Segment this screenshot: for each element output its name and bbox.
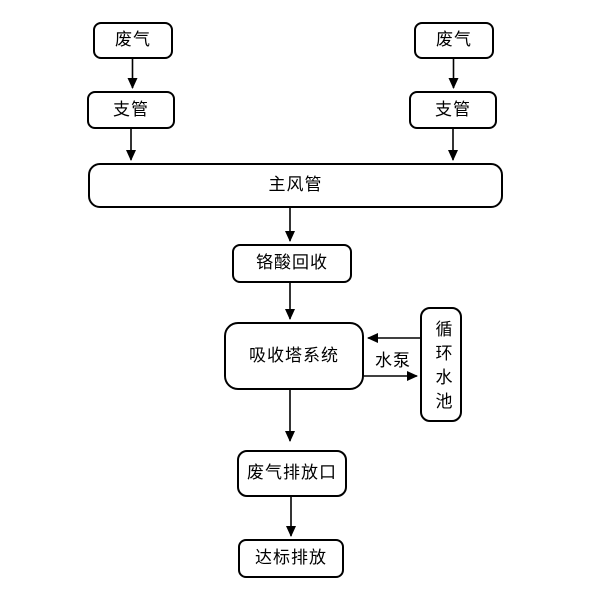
node-compliant-discharge: 达标排放 — [238, 539, 344, 578]
node-chromic-acid-recovery: 铬酸回收 — [232, 244, 352, 283]
node-waste-gas-right: 废气 — [414, 22, 494, 59]
node-waste-gas-discharge-outlet: 废气排放口 — [237, 450, 347, 497]
node-branch-pipe-left: 支管 — [87, 91, 175, 129]
node-main-duct: 主风管 — [88, 163, 503, 208]
node-circulating-water-pool: 循环水池 — [420, 307, 462, 422]
edge-label-water-pump: 水泵 — [368, 348, 418, 371]
node-waste-gas-left: 废气 — [93, 22, 173, 59]
node-absorption-tower-system: 吸收塔系统 — [224, 322, 364, 390]
node-branch-pipe-right: 支管 — [409, 91, 497, 129]
